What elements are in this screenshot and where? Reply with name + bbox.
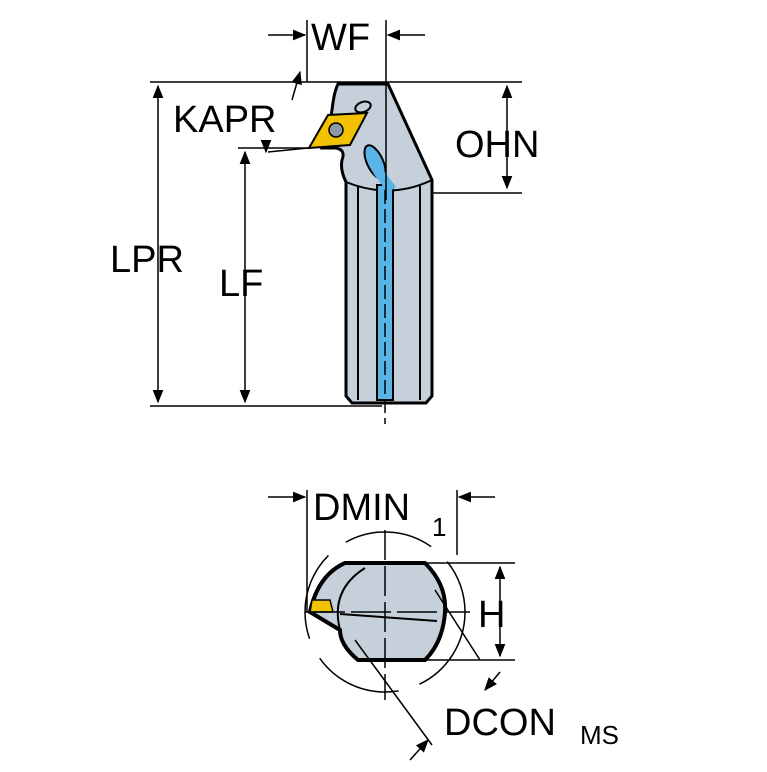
dmin-label: DMIN <box>313 487 410 529</box>
lf-label: LF <box>219 263 263 305</box>
side-view: WF KAPR OHN LPR LF <box>110 17 539 424</box>
dmin-subscript: 1 <box>432 512 446 542</box>
lpr-label: LPR <box>110 239 184 281</box>
kapr-label: KAPR <box>173 99 276 141</box>
ohn-label: OHN <box>455 124 539 166</box>
wf-label: WF <box>311 17 370 59</box>
dcon-label: DCON <box>444 702 556 744</box>
h-label: H <box>478 594 505 636</box>
cross-section-view: DMIN 1 H DCON MS <box>268 487 619 761</box>
insert-screw-icon <box>328 122 344 138</box>
dcon-subscript: MS <box>580 720 619 750</box>
dcon-arrow <box>484 671 501 692</box>
section-insert <box>309 599 334 613</box>
